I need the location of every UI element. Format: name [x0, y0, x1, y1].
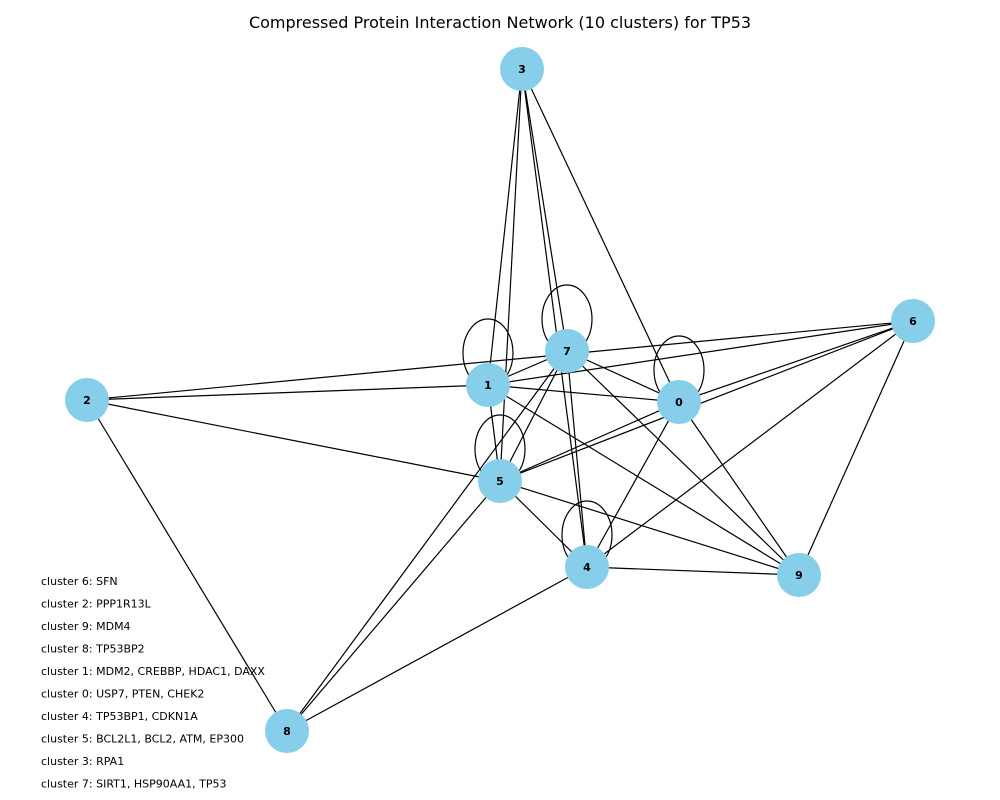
node-label: 7	[563, 345, 571, 358]
legend-entry: cluster 0: USP7, PTEN, CHEK2	[41, 688, 204, 701]
node-5: 5	[478, 459, 522, 503]
edge-0-6	[678, 320, 914, 403]
edge-3-1	[487, 68, 523, 386]
node-circle	[777, 553, 821, 597]
node-2: 2	[65, 378, 109, 422]
legend-entry: cluster 5: BCL2L1, BCL2, ATM, EP300	[41, 733, 244, 746]
node-circle	[500, 47, 544, 91]
legend-entry: cluster 8: TP53BP2	[41, 643, 145, 656]
edge-5-8	[286, 480, 501, 732]
cluster-legend: cluster 6: SFN cluster 2: PPP1R13L cluster…	[41, 575, 265, 791]
legend-entry: cluster 3: RPA1	[41, 755, 124, 768]
node-circle	[891, 299, 935, 343]
node-7: 7	[545, 329, 589, 373]
edge-1-0	[487, 384, 680, 403]
edge-2-1	[86, 384, 489, 401]
node-label: 1	[484, 379, 492, 392]
edge-3-0	[521, 68, 680, 403]
node-label: 8	[283, 725, 291, 738]
node-circle	[545, 329, 589, 373]
edge-2-5	[86, 399, 501, 482]
node-4: 4	[565, 545, 609, 589]
node-label: 3	[518, 63, 526, 76]
nodes-layer: 0 1 2 3 4 5 6 7 8 9	[65, 47, 935, 753]
node-label: 6	[909, 315, 917, 328]
edges-layer	[86, 68, 914, 732]
edge-6-5	[499, 320, 914, 482]
edge-4-9	[586, 566, 800, 576]
node-label: 0	[675, 396, 683, 409]
edge-6-4	[586, 320, 914, 568]
node-0: 0	[657, 380, 701, 424]
edge-3-4	[521, 68, 588, 568]
node-3: 3	[500, 47, 544, 91]
node-8: 8	[265, 709, 309, 753]
diagram-title: Compressed Protein Interaction Network (…	[249, 13, 751, 32]
edge-0-5	[499, 401, 680, 482]
legend-entry: cluster 9: MDM4	[41, 620, 131, 633]
node-circle	[265, 709, 309, 753]
edge-2-8	[86, 399, 288, 732]
edge-7-5	[499, 350, 568, 482]
edge-6-9	[798, 320, 914, 576]
edge-5-9	[499, 480, 800, 576]
node-circle	[478, 459, 522, 503]
node-label: 5	[496, 475, 504, 488]
node-label: 9	[795, 569, 803, 582]
edge-0-9	[678, 401, 800, 576]
node-circle	[565, 545, 609, 589]
edge-0-4	[586, 401, 680, 568]
node-1: 1	[466, 363, 510, 407]
legend-entry: cluster 7: SIRT1, HSP90AA1, TP53	[41, 778, 226, 791]
node-circle	[466, 363, 510, 407]
node-label: 2	[83, 394, 91, 407]
legend-entry: cluster 6: SFN	[41, 575, 118, 588]
edge-1-6	[487, 320, 914, 386]
edge-7-9	[566, 350, 800, 576]
node-circle	[65, 378, 109, 422]
node-label: 4	[583, 561, 591, 574]
legend-entry: cluster 1: MDM2, CREBBP, HDAC1, DAXX	[41, 665, 265, 678]
edge-3-7	[521, 68, 568, 352]
legend-entry: cluster 2: PPP1R13L	[41, 598, 152, 611]
node-9: 9	[777, 553, 821, 597]
legend-entry: cluster 4: TP53BP1, CDKN1A	[41, 710, 198, 723]
node-6: 6	[891, 299, 935, 343]
edge-7-8	[286, 350, 568, 732]
edge-2-6	[86, 320, 914, 401]
edge-1-9	[487, 384, 800, 576]
edge-7-4	[566, 350, 588, 568]
edge-3-5	[499, 68, 523, 482]
edge-4-8	[286, 566, 588, 732]
node-circle	[657, 380, 701, 424]
